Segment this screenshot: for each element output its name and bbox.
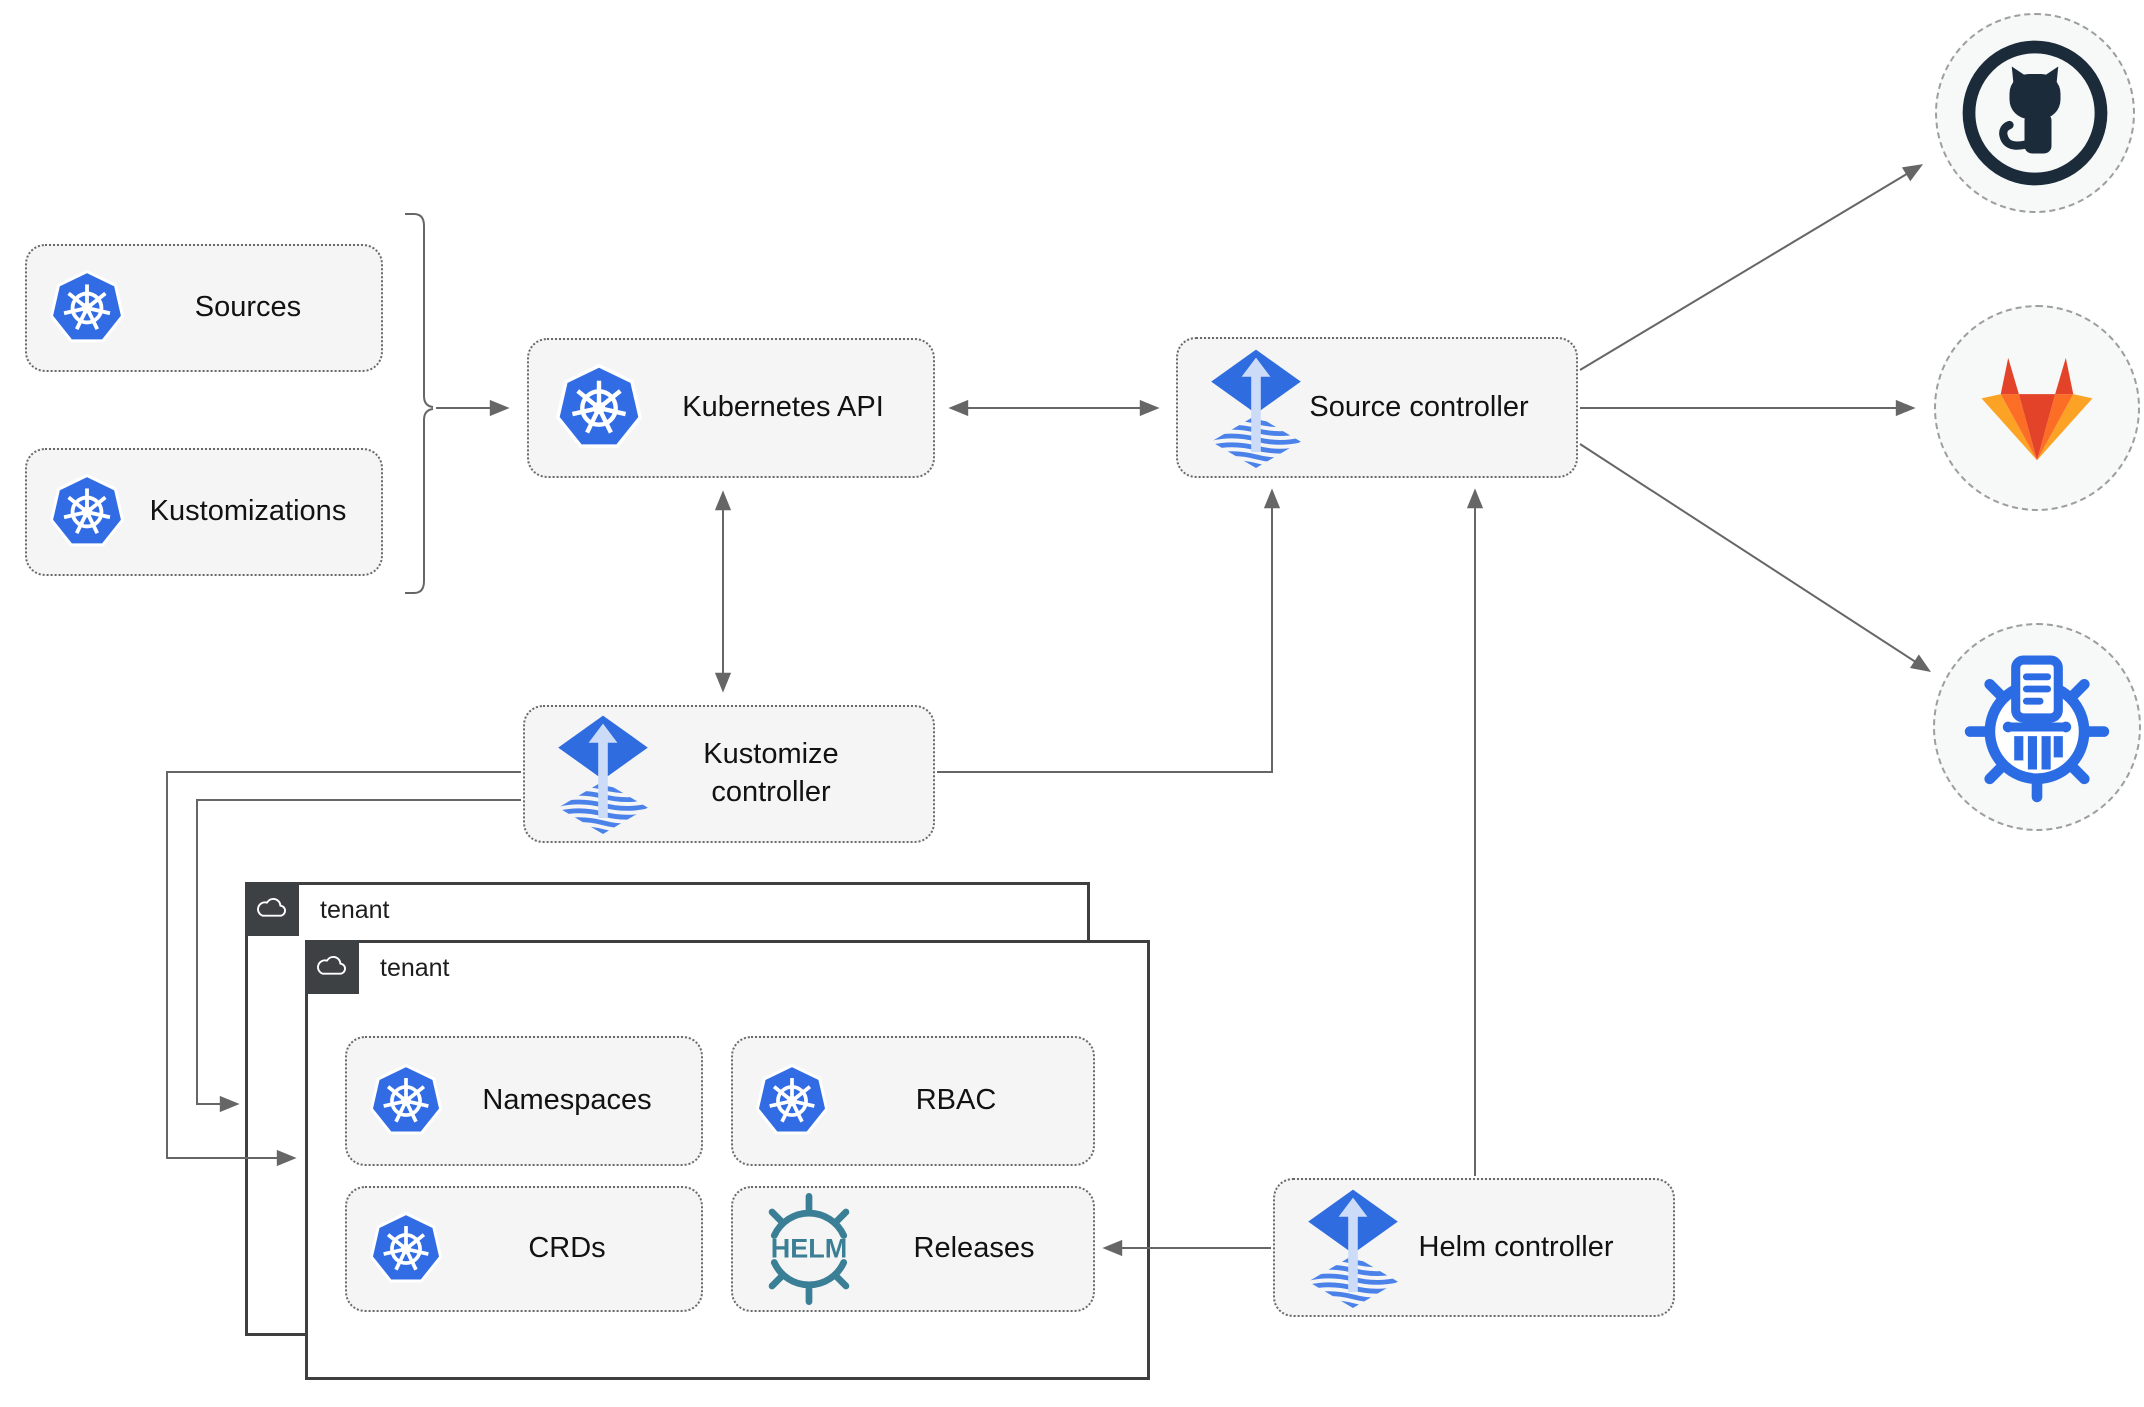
node-kubernetes-api-label: Kubernetes API	[682, 391, 884, 424]
edge-kustomize-to-source-controller	[937, 488, 1281, 773]
tenant-front-label: tenant	[380, 954, 450, 982]
node-kustomize-controller-label: Kustomize controller	[703, 738, 839, 808]
helm-icon: HELM	[753, 1193, 865, 1305]
node-kustomizations-label: Kustomizations	[149, 495, 347, 528]
flux-icon	[1208, 348, 1304, 468]
node-source-controller: Source controller	[1176, 337, 1578, 478]
node-releases: HELM Releases	[731, 1186, 1095, 1312]
tenant-group-front: tenant Namespaces RBAC CRDs HELM Release…	[305, 940, 1150, 1380]
bracket-sources-group	[405, 213, 434, 594]
node-sources: Sources	[25, 244, 383, 372]
cloud-icon	[305, 940, 359, 994]
edge-source-to-github	[1579, 164, 1924, 371]
node-namespaces-label: Namespaces	[482, 1084, 652, 1117]
kubernetes-icon	[369, 1064, 443, 1138]
node-kustomizations: Kustomizations	[25, 448, 383, 576]
helm-logo-text: HELM	[770, 1233, 848, 1264]
node-kustomize-controller: Kustomize controller	[523, 705, 935, 843]
external-github	[1935, 13, 2135, 213]
external-gitlab	[1934, 305, 2140, 511]
gitlab-icon	[1973, 349, 2101, 467]
node-helm-controller-label: Helm controller	[1418, 1230, 1614, 1263]
kubernetes-icon	[49, 474, 125, 550]
node-rbac-label: RBAC	[915, 1084, 997, 1117]
node-source-controller-label: Source controller	[1309, 390, 1529, 423]
node-helm-controller: Helm controller	[1273, 1178, 1675, 1317]
node-sources-label: Sources	[194, 291, 302, 324]
node-crds-label: CRDs	[528, 1232, 606, 1265]
kubernetes-icon	[369, 1212, 443, 1286]
external-container-registry	[1933, 623, 2141, 831]
cloud-icon	[245, 882, 299, 936]
tenant-back-label: tenant	[320, 896, 390, 924]
kubernetes-icon	[49, 270, 125, 346]
github-icon	[1960, 38, 2110, 188]
kubernetes-icon	[755, 1064, 829, 1138]
flux-icon	[1305, 1188, 1401, 1308]
node-releases-label: Releases	[913, 1232, 1035, 1265]
container-registry-icon	[1961, 651, 2113, 803]
flux-icon	[555, 714, 651, 834]
kubernetes-icon	[555, 364, 643, 452]
node-namespaces: Namespaces	[345, 1036, 703, 1166]
node-rbac: RBAC	[731, 1036, 1095, 1166]
node-crds: CRDs	[345, 1186, 703, 1312]
node-kubernetes-api: Kubernetes API	[527, 338, 935, 478]
edge-source-to-registry	[1579, 443, 1932, 672]
